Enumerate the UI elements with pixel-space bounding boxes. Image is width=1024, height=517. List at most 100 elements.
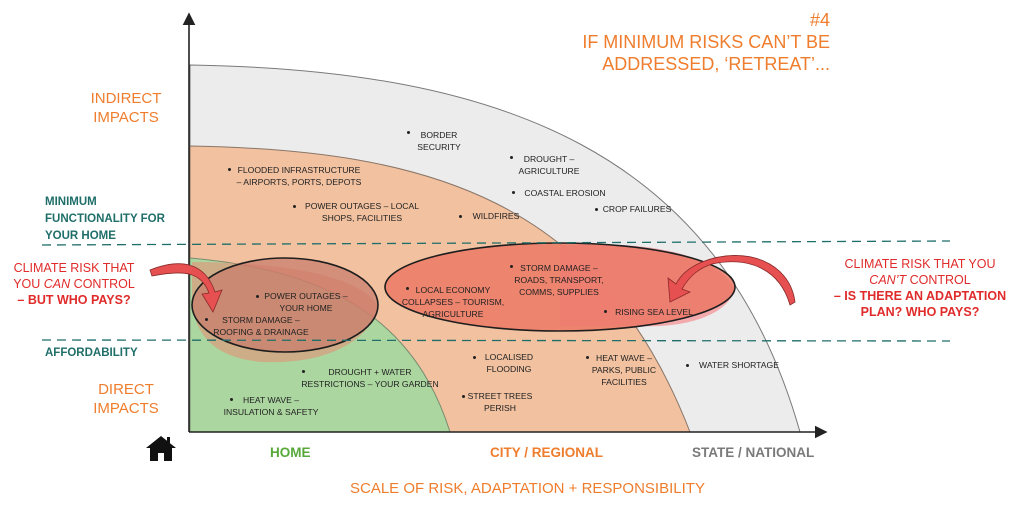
left-callout: CLIMATE RISK THAT YOU CAN CONTROL – BUT … [4,260,144,308]
bullet [302,370,305,373]
minimum-line-3: YOUR HOME [45,230,116,242]
minimum-functionality-line [41,240,951,246]
direct-line-2: IMPACTS [93,400,159,417]
item-heat-wave-insulation: HEAT WAVE – INSULATION & SAFETY [219,394,323,418]
item-line: SECURITY [417,142,461,152]
item-line: FLOODED INFRASTRUCTURE [237,165,361,175]
item-line: YOUR HOME [279,303,333,313]
item-line: BORDER [420,130,458,140]
item-drought-agriculture: DROUGHT – AGRICULTURE [514,153,584,177]
left-callout-control: CONTROL [70,277,135,291]
affordability-line [41,339,951,342]
item-storm-damage-roads: STORM DAMAGE – ROADS, TRANSPORT, COMMS, … [512,262,606,298]
item-water-shortage: WATER SHORTAGE [694,359,784,371]
item-line: AGRICULTURE [518,166,580,176]
left-callout-line-1: CLIMATE RISK THAT [13,261,135,275]
right-callout-line-2: CAN’T CONTROL [820,272,1020,288]
bullet [604,310,607,313]
right-callout-cant: CAN’T [869,273,907,287]
item-line: LOCAL ECONOMY [415,285,491,295]
item-flooded-infrastructure: FLOODED INFRASTRUCTURE – AIRPORTS, PORTS… [232,164,366,188]
minimum-line-2: FUNCTIONALITY FOR [45,213,165,225]
right-callout-line-4: PLAN? WHO PAYS? [860,305,980,319]
item-localised-flooding: LOCALISED FLOODING [478,351,540,375]
x-label-state-national: STATE / NATIONAL [692,445,814,460]
x-label-slash: / [520,445,532,460]
item-line: HEAT WAVE – [595,353,653,363]
indirect-impacts-label: INDIRECT IMPACTS [84,89,168,127]
x-label-home: HOME [270,445,311,460]
house-icon [146,436,176,461]
item-line: INSULATION & SAFETY [223,407,319,417]
item-line: STREET TREES [467,391,533,401]
item-storm-damage-roofing: STORM DAMAGE – ROOFING & DRAINAGE [209,314,313,338]
bullet [256,295,259,298]
item-line: WATER SHORTAGE [699,360,779,370]
title-line-1: IF MINIMUM RISKS CAN’T BE [582,32,830,52]
indirect-line-2: IMPACTS [93,109,159,126]
direct-impacts-label: DIRECT IMPACTS [84,380,168,418]
minimum-line-1: MINIMUM [45,196,97,208]
item-wildfires: WILDFIRES [468,210,524,222]
item-line: – AIRPORTS, PORTS, DEPOTS [236,177,362,187]
item-line: DROUGHT – [523,154,575,164]
item-power-outages-local: POWER OUTAGES – LOCAL SHOPS, FACILITIES [300,200,424,224]
x-label-slash-2: / [734,445,746,460]
item-line: POWER OUTAGES – [264,291,348,301]
bullet [293,205,296,208]
bullet [512,191,515,194]
left-callout-line-3: – BUT WHO PAYS? [17,293,131,307]
item-line: COLLAPSES – TOURISM, [401,297,505,307]
bullet [205,318,208,321]
indirect-line-1: INDIRECT [90,90,162,107]
item-line: STORM DAMAGE – [520,263,598,273]
bullet [595,208,598,211]
item-crop-failures: CROP FAILURES [601,203,673,215]
item-heat-wave-parks: HEAT WAVE – PARKS, PUBLIC FACILITIES [590,352,658,388]
title-number: #4 [809,10,830,30]
item-line: PARKS, PUBLIC [591,365,657,375]
x-label-city-regional: CITY / REGIONAL [490,445,603,460]
bullet [462,395,465,398]
item-line: ROADS, TRANSPORT, [514,275,604,285]
bullet [686,364,689,367]
item-line: LOCALISED [484,352,534,362]
bullet [459,215,462,218]
left-callout-can: CAN [43,277,71,291]
item-rising-sea-level: RISING SEA LEVEL [614,306,694,318]
bullet [407,131,410,134]
right-callout-control: CONTROL [906,273,971,287]
item-line: STORM DAMAGE – [222,315,300,325]
x-label-regional: REGIONAL [531,445,604,460]
item-line: DROUGHT + WATER [328,367,412,377]
bullet [406,287,409,290]
item-coastal-erosion: COASTAL EROSION [520,187,610,199]
x-label-state: STATE [692,445,735,460]
item-line: WILDFIRES [472,211,520,221]
item-border-security: BORDER SECURITY [399,129,479,153]
left-callout-line-2: YOU CAN CONTROL [4,276,144,292]
minimum-functionality-label: MINIMUM FUNCTIONALITY FOR YOUR HOME [45,194,165,245]
direct-line-1: DIRECT [98,381,154,398]
bullet [473,356,476,359]
item-line: COMMS, SUPPLIES [519,287,599,297]
item-line: CROP FAILURES [602,204,672,214]
bullet [586,356,589,359]
affordability-label: AFFORDABILITY [45,347,138,359]
x-label-city: CITY [490,445,521,460]
item-line: AGRICULTURE [422,309,484,319]
item-local-economy: LOCAL ECONOMY COLLAPSES – TOURISM, AGRIC… [398,284,508,320]
item-line: COASTAL EROSION [524,188,606,198]
bullet [510,156,513,159]
x-axis-caption: SCALE OF RISK, ADAPTATION + RESPONSIBILI… [350,480,705,497]
right-callout-line-3: – IS THERE AN ADAPTATION [833,289,1007,303]
title-line-2: ADDRESSED, ‘RETREAT’... [602,54,830,74]
item-line: PERISH [484,403,516,413]
item-line: ROOFING & DRAINAGE [213,327,309,337]
left-callout-you: YOU [13,277,44,291]
item-power-outages-home: POWER OUTAGES – YOUR HOME [260,290,352,314]
right-callout-line-1: CLIMATE RISK THAT YOU [844,257,996,271]
item-line: RESTRICTIONS – YOUR GARDEN [301,379,439,389]
